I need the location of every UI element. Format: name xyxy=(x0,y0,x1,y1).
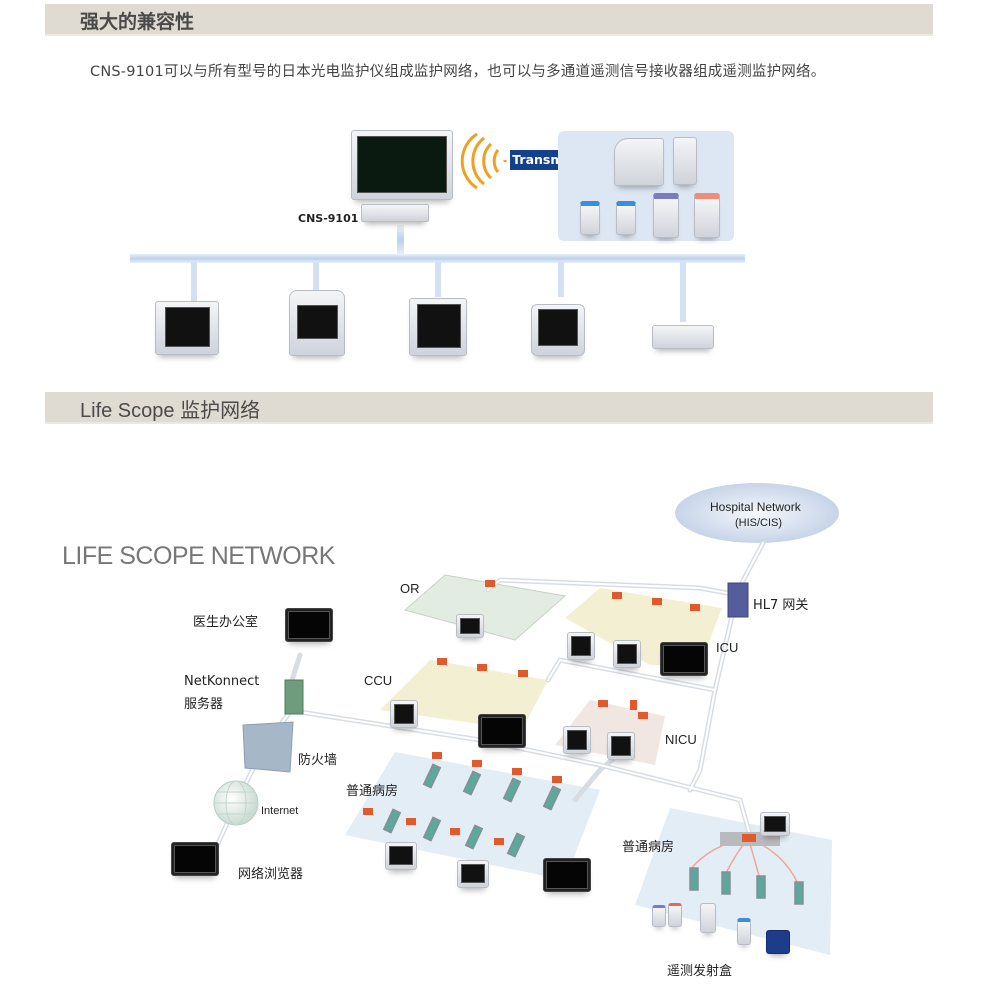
central-station-label: CNS-9101 xyxy=(298,212,359,225)
icu-label: ICU xyxy=(716,640,739,655)
workstation-general-ward xyxy=(543,858,591,892)
workstation-ccu xyxy=(478,714,526,748)
central-monitor xyxy=(351,130,453,200)
firewall-icon xyxy=(242,721,294,773)
netkonnect-sublabel: 服务器 xyxy=(184,697,224,712)
general-ward-1-label: 普通病房 xyxy=(346,784,399,799)
bedside-monitor-3 xyxy=(409,298,467,356)
diagram-title: LIFE SCOPE NETWORK xyxy=(62,542,335,570)
transmitter-device-icon xyxy=(580,201,600,235)
central-station-cns9101 xyxy=(351,130,461,230)
hospital-network-sublabel: (HIS/CIS) xyxy=(735,517,783,529)
compatibility-network-lines xyxy=(130,132,745,322)
ward-beds xyxy=(382,763,804,905)
transmitter-device-icon xyxy=(616,201,636,235)
netkonnect-label: NetKonnect xyxy=(184,674,260,689)
firewall-label: 防火墙 xyxy=(298,753,338,768)
transmitter-device-icon xyxy=(653,193,679,238)
bedside-monitor-ccu xyxy=(390,700,418,728)
bedside-monitor-1 xyxy=(155,301,219,355)
wireless-signal-icon xyxy=(460,132,507,190)
telemetry-receiver xyxy=(652,325,714,349)
bedside-monitor-icu-2 xyxy=(613,640,641,668)
telemetry-transmitter-device xyxy=(766,930,790,954)
bedside-monitor-ward-1 xyxy=(385,842,417,870)
workstation-web-browser xyxy=(171,842,219,876)
internet-label: Internet xyxy=(261,805,299,817)
section-header-compatibility: 强大的兼容性 xyxy=(45,4,933,36)
drop-line-3 xyxy=(435,262,441,297)
keyboard-icon xyxy=(361,204,429,222)
web-browser-label: 网络浏览器 xyxy=(238,867,304,882)
transmitter-device-icon xyxy=(694,193,720,238)
hl7-gateway-icon xyxy=(727,582,749,618)
central-drop-line xyxy=(397,225,404,255)
intro-text: CNS-9101可以与所有型号的日本光电监护仪组成监护网络，也可以与多通道遥测信… xyxy=(90,64,826,80)
doctor-office-label: 医生办公室 xyxy=(193,615,259,630)
telemetry-transmitter-device xyxy=(652,905,666,927)
general-ward-2-floor xyxy=(635,808,832,955)
general-ward-2-label: 普通病房 xyxy=(622,840,675,855)
receiver-antenna-icon xyxy=(742,834,756,842)
transmitters-panel xyxy=(558,131,734,241)
section-title: Life Scope 监护网络 xyxy=(80,400,261,422)
drop-line-1 xyxy=(191,262,197,302)
hospital-network-label: Hospital Network xyxy=(710,500,801,514)
or-label: OR xyxy=(400,581,420,596)
telemetry-transmitter-device xyxy=(700,903,716,933)
server-icon xyxy=(284,679,304,715)
receiver-device-icon xyxy=(614,138,664,186)
transmitter-device-icon xyxy=(673,137,697,185)
bedside-monitor-icu-1 xyxy=(567,632,595,660)
telemetry-transmitter-device xyxy=(668,903,682,927)
backbone-line xyxy=(130,254,745,263)
telemetry-transmitter-label: 遥测发射盒 xyxy=(667,964,733,979)
bedside-monitor-icons xyxy=(363,580,700,845)
ccu-floor xyxy=(380,660,548,730)
drop-line-5 xyxy=(680,262,686,322)
bedside-monitor-nicu-1 xyxy=(563,726,591,754)
bedside-monitor-ward-2 xyxy=(457,860,489,888)
telemetry-receiver-ward-2 xyxy=(760,812,790,836)
hl7-gateway-label: HL7 网关 xyxy=(753,598,809,613)
hospital-network-cloud xyxy=(675,483,839,543)
bedside-monitor-or xyxy=(456,614,484,638)
bedside-monitor-4 xyxy=(531,304,585,356)
workstation-doctor-office xyxy=(285,608,333,642)
bedside-monitor-nicu-2 xyxy=(607,732,635,760)
drop-line-2 xyxy=(313,262,319,292)
workstation-icu xyxy=(660,642,708,676)
nicu-label: NICU xyxy=(665,732,697,747)
telemetry-transmitter-device xyxy=(737,918,751,945)
section-header-life-scope: Life Scope 监护网络 xyxy=(45,392,933,424)
bedside-monitor-2 xyxy=(289,290,345,356)
ccu-label: CCU xyxy=(364,673,393,688)
drop-line-4 xyxy=(558,262,564,297)
section-title: 强大的兼容性 xyxy=(80,11,195,33)
